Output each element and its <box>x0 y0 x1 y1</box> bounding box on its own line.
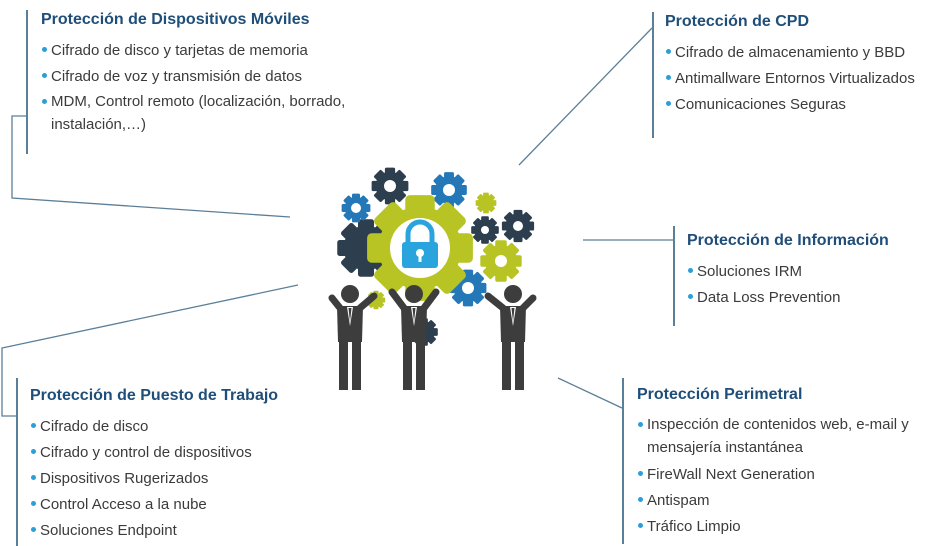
list-item-line: instalación,…) <box>51 116 147 133</box>
section-bar <box>26 10 28 154</box>
connector-cpd <box>518 27 653 166</box>
list-item: Cifrado de voz y transmisión de datos <box>41 64 406 90</box>
lock-icon <box>402 219 438 268</box>
section-moviles: Protección de Dispositivos Móviles Cifra… <box>26 10 406 154</box>
list-item: Antispam <box>637 488 948 514</box>
connector-moviles <box>11 115 291 218</box>
section-title: Protección de Información <box>687 232 889 249</box>
list-item: Soluciones Endpoint <box>30 518 326 544</box>
section-title: Protección Perimetral <box>637 386 803 403</box>
section-bar <box>652 12 654 138</box>
connector-perimetral <box>557 377 623 409</box>
section-title: Protección de Dispositivos Móviles <box>41 11 310 28</box>
list-item: Cifrado de disco y tarjetas de memoria <box>41 38 406 64</box>
list-item: Soluciones IRM <box>687 259 923 285</box>
list-item: Dispositivos Rugerizados <box>30 466 326 492</box>
section-perimetral: Protección Perimetral Inspección de cont… <box>622 378 948 544</box>
list-item: Comunicaciones Seguras <box>665 92 948 118</box>
section-informacion: Protección de Información Soluciones IRM… <box>673 226 923 326</box>
list-item: Cifrado de almacenamiento y BBD <box>665 40 948 66</box>
section-cpd: Protección de CPD Cifrado de almacenamie… <box>652 12 948 138</box>
list-item: FireWall Next Generation <box>637 462 948 488</box>
section-bar <box>622 378 624 544</box>
list-item: MDM, Control remoto (localización, borra… <box>41 90 406 136</box>
list-item: Data Loss Prevention <box>687 285 923 311</box>
list-item: Inspección de contenidos web, e-mail y me… <box>637 413 948 459</box>
section-title: Protección de CPD <box>665 13 810 30</box>
list-item: Cifrado y control de dispositivos <box>30 440 326 466</box>
list-item: Cifrado de disco <box>30 414 326 440</box>
section-bar <box>16 378 18 546</box>
list-item-line: MDM, Control remoto (localización, borra… <box>51 93 346 110</box>
connector-puesto <box>1 284 299 417</box>
central-illustration <box>328 158 568 390</box>
section-puesto: Protección de Puesto de Trabajo Cifrado … <box>16 378 326 546</box>
section-bar <box>673 226 675 326</box>
list-item: Control Acceso a la nube <box>30 492 326 518</box>
list-item-line: mensajería instantánea <box>647 439 803 456</box>
list-item-line: Inspección de contenidos web, e-mail y <box>647 416 909 433</box>
section-title: Protección de Puesto de Trabajo <box>30 387 279 404</box>
list-item: Antimallware Entornos Virtualizados <box>665 66 948 92</box>
list-item: Tráfico Limpio <box>637 514 948 540</box>
gears-icon <box>328 167 537 390</box>
